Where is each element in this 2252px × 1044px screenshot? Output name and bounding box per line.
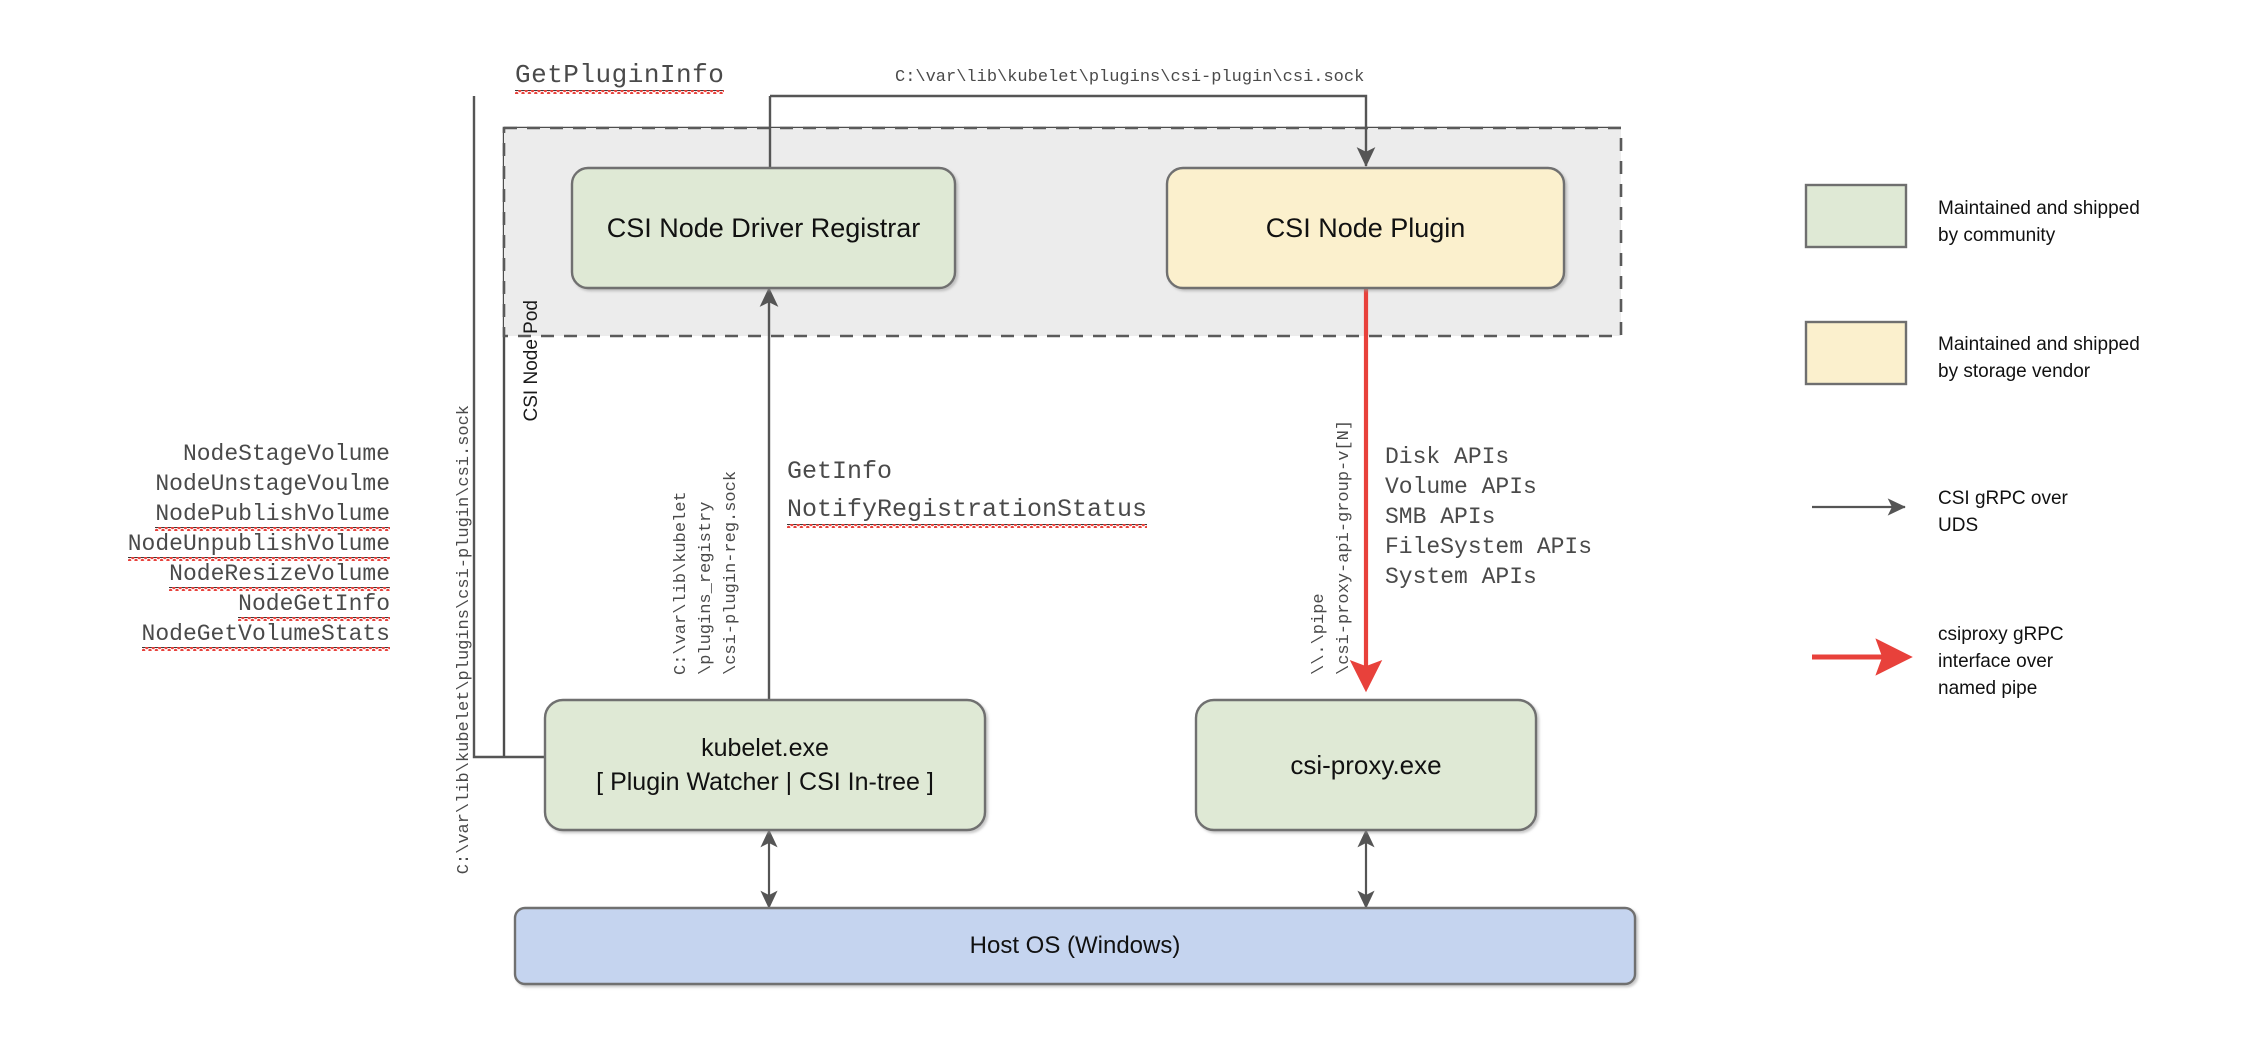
list-registration-calls: GetInfo NotifyRegistrationStatus [787, 455, 1148, 528]
node-label-csi-proxy-exe: csi-proxy.exe [1290, 749, 1442, 780]
legend-text-csi-grpc-uds: CSI gRPC over UDS [1938, 488, 2068, 536]
label-csi-sock-path-vertical: C:\var\lib\kubelet\plugins\csi-plugin\cs… [455, 405, 474, 875]
legend-swatch-community [1804, 183, 1908, 249]
legend-text-vendor: Maintained and shipped by storage vendor [1938, 334, 2140, 382]
label-named-pipe-line-1: \\.\pipe [1310, 593, 1329, 675]
node-host-os[interactable] [513, 906, 1637, 986]
node-call-item: NodeResizeVolume [169, 561, 390, 588]
csi-proxy-api-item: SMB APIs [1385, 504, 1496, 530]
list-node-service-calls: NodeStageVolume NodeUnstageVoulme NodePu… [60, 440, 390, 650]
csi-proxy-api-item: FileSystem APIs [1385, 534, 1593, 560]
legend-text-community: Maintained and shipped by community [1938, 198, 2140, 246]
list-csi-proxy-apis: Disk APIs Volume APIs SMB APIs FileSyste… [1385, 443, 1592, 593]
node-csi-node-plugin[interactable] [1165, 166, 1566, 290]
node-call-item: NodeGetInfo [238, 591, 390, 618]
edge-csi-sock-to-node-plugin [768, 94, 1376, 168]
node-label-host-os: Host OS (Windows) [969, 932, 1181, 959]
node-call-item: NodeUnpublishVolume [127, 531, 390, 558]
edge-getplugininfo-csi-sock [472, 96, 545, 759]
legend-swatch-vendor [1804, 320, 1908, 386]
node-label-kubelet-exe: kubelet.exe [ Plugin Watcher | CSI In-tr… [596, 734, 934, 796]
node-kubelet-exe[interactable] [543, 698, 987, 832]
label-named-pipe-line-2: \csi-proxy-api-group-v[N] [1335, 419, 1354, 675]
label-csi-sock-path-top: C:\var\lib\kubelet\plugins\csi-plugin\cs… [895, 68, 1365, 87]
legend-text-csiproxy-named-pipe: csiproxy gRPC interface over named pipe [1938, 624, 2064, 699]
node-csi-proxy-exe[interactable] [1194, 698, 1538, 832]
label-get-plugin-info: GetPluginInfo [515, 60, 725, 91]
node-call-item: NodeGetVolumeStats [141, 621, 390, 648]
node-csi-node-driver-registrar[interactable] [570, 166, 957, 290]
csi-proxy-api-item: Disk APIs [1385, 444, 1510, 470]
label-registry-sock-line-2: \plugins_registry [697, 501, 716, 675]
node-call-item: NodeUnstageVoulme [155, 471, 390, 497]
node-call-item: NodeStageVolume [182, 441, 390, 467]
registration-call-item: NotifyRegistrationStatus [787, 495, 1148, 525]
node-call-item: NodePublishVolume [155, 501, 390, 528]
label-csi-node-pod: CSI Node Pod [521, 300, 542, 422]
node-label-csi-node-plugin: CSI Node Plugin [1265, 212, 1466, 243]
registration-call-item: GetInfo [787, 457, 893, 486]
label-registry-sock-line-3: \csi-plugin-reg.sock [722, 470, 741, 675]
label-registry-sock-line-1: C:\var\lib\kubelet [672, 491, 691, 675]
node-label-csi-node-driver-registrar: CSI Node Driver Registrar [606, 212, 921, 243]
csi-proxy-api-item: System APIs [1385, 564, 1537, 590]
csi-proxy-api-item: Volume APIs [1385, 474, 1537, 500]
